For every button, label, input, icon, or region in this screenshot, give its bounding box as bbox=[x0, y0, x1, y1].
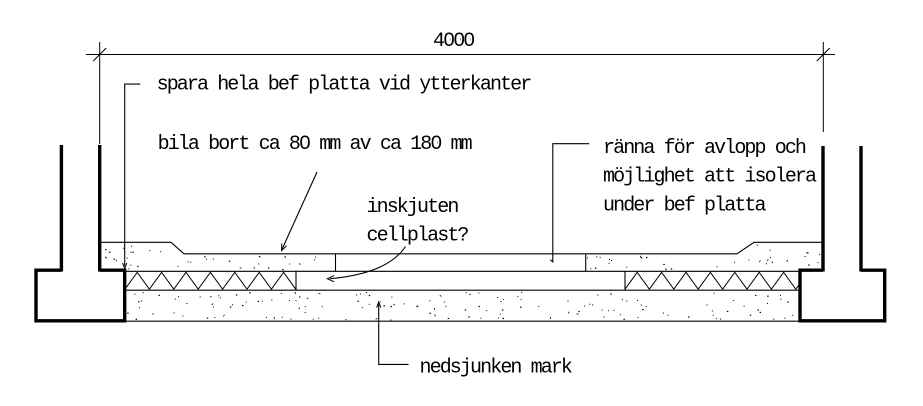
svg-text:inskjuten: inskjuten bbox=[367, 196, 459, 219]
svg-text:möjlighet att isolera: möjlighet att isolera bbox=[603, 166, 817, 189]
svg-text:4000: 4000 bbox=[433, 30, 474, 53]
svg-text:under bef platta: under bef platta bbox=[603, 194, 767, 217]
svg-text:spara hela bef platta vid ytte: spara hela bef platta vid ytterkanter bbox=[157, 74, 532, 97]
svg-text:nedsjunken mark: nedsjunken mark bbox=[420, 356, 572, 379]
svg-text:cellplast?: cellplast? bbox=[367, 224, 469, 247]
svg-text:bila bort ca 80 mm av ca 180 m: bila bort ca 80 mm av ca 180 mm bbox=[158, 133, 472, 156]
svg-text:ränna för avlopp och: ränna för avlopp och bbox=[603, 137, 806, 160]
